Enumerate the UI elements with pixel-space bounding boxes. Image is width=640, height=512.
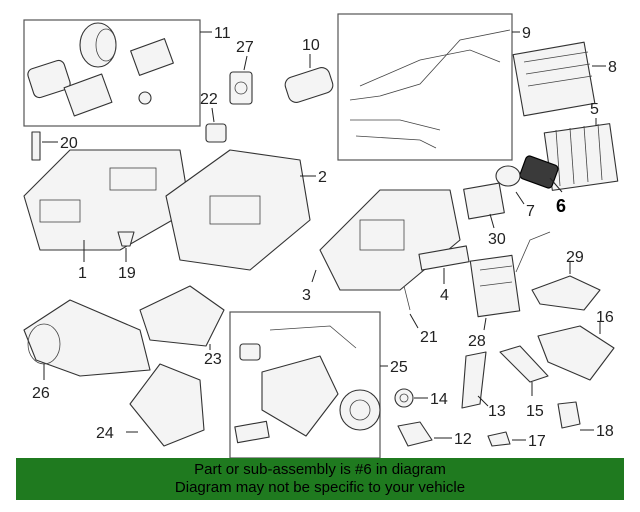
part-19-clip[interactable] xyxy=(117,231,135,247)
banner-line-1: Part or sub-assembly is #6 in diagram xyxy=(194,461,446,478)
callout-25[interactable]: 25 xyxy=(390,359,408,376)
part-24-case[interactable] xyxy=(129,363,205,447)
part-2-housing-center[interactable] xyxy=(165,149,311,271)
part-25-blower-assembly[interactable] xyxy=(234,325,381,444)
callout-19[interactable]: 19 xyxy=(118,265,136,282)
info-banner: Part or sub-assembly is #6 in diagram Di… xyxy=(16,458,624,500)
part-6-highlighted[interactable] xyxy=(519,155,559,189)
part-26-duct[interactable] xyxy=(23,299,151,377)
callout-13[interactable]: 13 xyxy=(488,403,506,420)
callout-10[interactable]: 10 xyxy=(302,37,320,54)
part-28-core[interactable] xyxy=(469,254,521,318)
callout-4[interactable]: 4 xyxy=(440,287,449,304)
part-10-seal[interactable] xyxy=(283,66,335,105)
callout-30[interactable]: 30 xyxy=(488,231,506,248)
group-box-11 xyxy=(23,19,201,127)
part-8-heater-core[interactable] xyxy=(512,41,596,117)
part-9-heater-pipes[interactable] xyxy=(349,29,511,149)
callout-29[interactable]: 29 xyxy=(566,249,584,266)
part-27-sensor[interactable] xyxy=(229,71,253,105)
part-4-plate[interactable] xyxy=(418,245,470,271)
callout-20[interactable]: 20 xyxy=(60,135,78,152)
part-13-duct[interactable] xyxy=(461,351,487,409)
callout-22[interactable]: 22 xyxy=(200,91,218,108)
callout-11[interactable]: 11 xyxy=(214,25,231,42)
part-17-clip[interactable] xyxy=(487,431,511,447)
callout-18[interactable]: 18 xyxy=(596,423,614,440)
callout-8[interactable]: 8 xyxy=(608,59,617,76)
part-7-motor[interactable] xyxy=(495,165,521,187)
callout-24[interactable]: 24 xyxy=(96,425,114,442)
part-12-bracket[interactable] xyxy=(397,421,433,447)
part-22-actuator[interactable] xyxy=(205,123,227,143)
callout-21[interactable]: 21 xyxy=(420,329,438,346)
part-23-cover[interactable] xyxy=(139,285,225,347)
callout-2[interactable]: 2 xyxy=(318,169,327,186)
callout-28[interactable]: 28 xyxy=(468,333,486,350)
part-16-duct[interactable] xyxy=(537,325,615,381)
callout-16[interactable]: 16 xyxy=(596,309,614,326)
callout-26[interactable]: 26 xyxy=(32,385,50,402)
part-18-clip[interactable] xyxy=(557,401,581,429)
part-11-seals[interactable] xyxy=(26,22,174,117)
callout-17[interactable]: 17 xyxy=(528,433,546,450)
callout-7[interactable]: 7 xyxy=(526,203,535,220)
banner-line-2: Diagram may not be specific to your vehi… xyxy=(174,479,466,496)
part-20-sensor[interactable] xyxy=(31,131,41,161)
callout-23[interactable]: 23 xyxy=(204,351,222,368)
callout-6[interactable]: 6 xyxy=(556,196,566,216)
callout-12[interactable]: 12 xyxy=(454,431,472,448)
callout-1[interactable]: 1 xyxy=(78,265,87,282)
part-15-duct[interactable] xyxy=(499,345,549,383)
part-14-grommet[interactable] xyxy=(394,388,414,408)
part-1-housing-left[interactable] xyxy=(23,149,191,251)
callout-5[interactable]: 5 xyxy=(590,101,599,118)
callout-14[interactable]: 14 xyxy=(430,391,448,408)
group-box-9 xyxy=(337,13,513,161)
part-30-filter[interactable] xyxy=(463,182,505,220)
callout-27[interactable]: 27 xyxy=(236,39,254,56)
part-21-link[interactable] xyxy=(403,285,411,311)
part-29-duct[interactable] xyxy=(531,275,601,311)
part-5-evaporator[interactable] xyxy=(543,123,619,191)
callout-9[interactable]: 9 xyxy=(522,25,531,42)
callout-15[interactable]: 15 xyxy=(526,403,544,420)
callout-3[interactable]: 3 xyxy=(302,287,311,304)
part-3-housing-right[interactable] xyxy=(319,189,461,291)
